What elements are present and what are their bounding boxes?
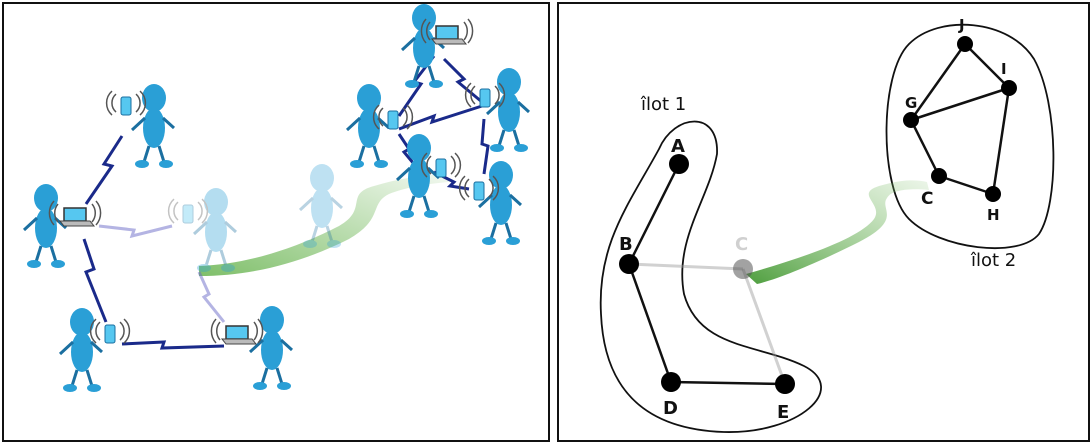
network-illustration-panel <box>2 2 550 442</box>
node-A <box>669 154 689 174</box>
node-E <box>775 374 795 394</box>
node-G <box>903 112 919 128</box>
island-2-outline <box>885 23 1055 250</box>
graph-diagram: A B D E C J I G C H îlot 1 îlot 2 <box>599 16 1055 433</box>
node-C-faded <box>733 259 753 279</box>
node-I-label: I <box>1001 60 1007 78</box>
node-B-label: B <box>619 234 633 255</box>
person-with-laptop-icon <box>210 304 294 392</box>
node-A-label: A <box>671 136 685 157</box>
node-C <box>931 168 947 184</box>
island-1-outline <box>599 120 822 433</box>
island-2-label: îlot 2 <box>970 250 1016 271</box>
network-illustration <box>22 4 531 394</box>
faded-edges <box>628 262 787 385</box>
person-with-phone-icon <box>458 159 523 247</box>
node-B <box>619 254 639 274</box>
node-D-label: D <box>663 398 678 419</box>
island-2-edges <box>909 43 1011 196</box>
faded-person-with-phone-icon <box>167 186 238 274</box>
person-with-phone-icon <box>58 306 131 394</box>
person-with-phone-icon <box>105 82 176 170</box>
person-with-phone-icon <box>464 66 531 154</box>
node-C-label: C <box>921 189 933 209</box>
node-G-label: G <box>905 94 917 112</box>
person-with-phone-icon <box>345 82 414 170</box>
node-H-label: H <box>987 206 1000 224</box>
node-J-label: J <box>958 16 965 34</box>
island-1-label: îlot 1 <box>640 94 686 115</box>
node-J <box>957 36 973 52</box>
movement-path <box>746 180 929 284</box>
node-E-label: E <box>777 402 789 423</box>
node-I <box>1001 80 1017 96</box>
node-D <box>661 372 681 392</box>
island-1-edges <box>627 163 786 386</box>
node-C-faded-label: C <box>735 234 748 255</box>
node-H <box>985 186 1001 202</box>
graph-diagram-panel: A B D E C J I G C H îlot 1 îlot 2 <box>557 2 1090 442</box>
